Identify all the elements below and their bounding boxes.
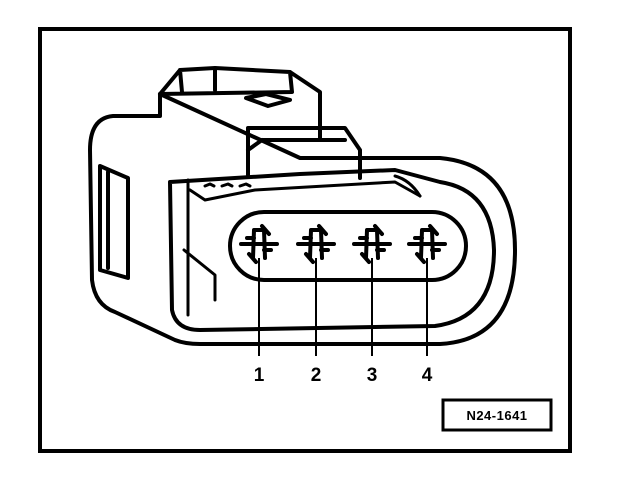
latch-bridge — [246, 126, 362, 180]
pins — [239, 224, 447, 264]
pin-label-3: 3 — [367, 365, 378, 386]
reference-box — [441, 398, 553, 432]
inner-face-ridge — [203, 174, 422, 198]
pin-4 — [407, 224, 447, 264]
pin-1 — [239, 224, 279, 264]
pin-label-4: 4 — [422, 365, 433, 386]
pin-3 — [352, 224, 392, 264]
pin-labels: 1 2 3 4 — [254, 365, 433, 386]
pin-2 — [296, 224, 336, 264]
leader-lines — [258, 258, 428, 356]
pin-label-1: 1 — [254, 365, 265, 386]
pin-contact — [352, 224, 392, 264]
side-lock-tab — [98, 164, 130, 280]
latch — [158, 66, 322, 142]
reference-code: N24-1641 — [466, 408, 527, 423]
inner-face-outline — [168, 168, 496, 332]
pin-cavity — [228, 210, 468, 282]
pin-label-2: 2 — [311, 365, 322, 386]
pin-contact — [407, 224, 447, 264]
latch-window — [244, 92, 292, 108]
connector-housing — [88, 66, 517, 346]
pin-contact — [296, 224, 336, 264]
pin-contact — [239, 224, 279, 264]
inner-face-detail — [182, 178, 422, 317]
housing-outer-outline — [88, 92, 517, 346]
